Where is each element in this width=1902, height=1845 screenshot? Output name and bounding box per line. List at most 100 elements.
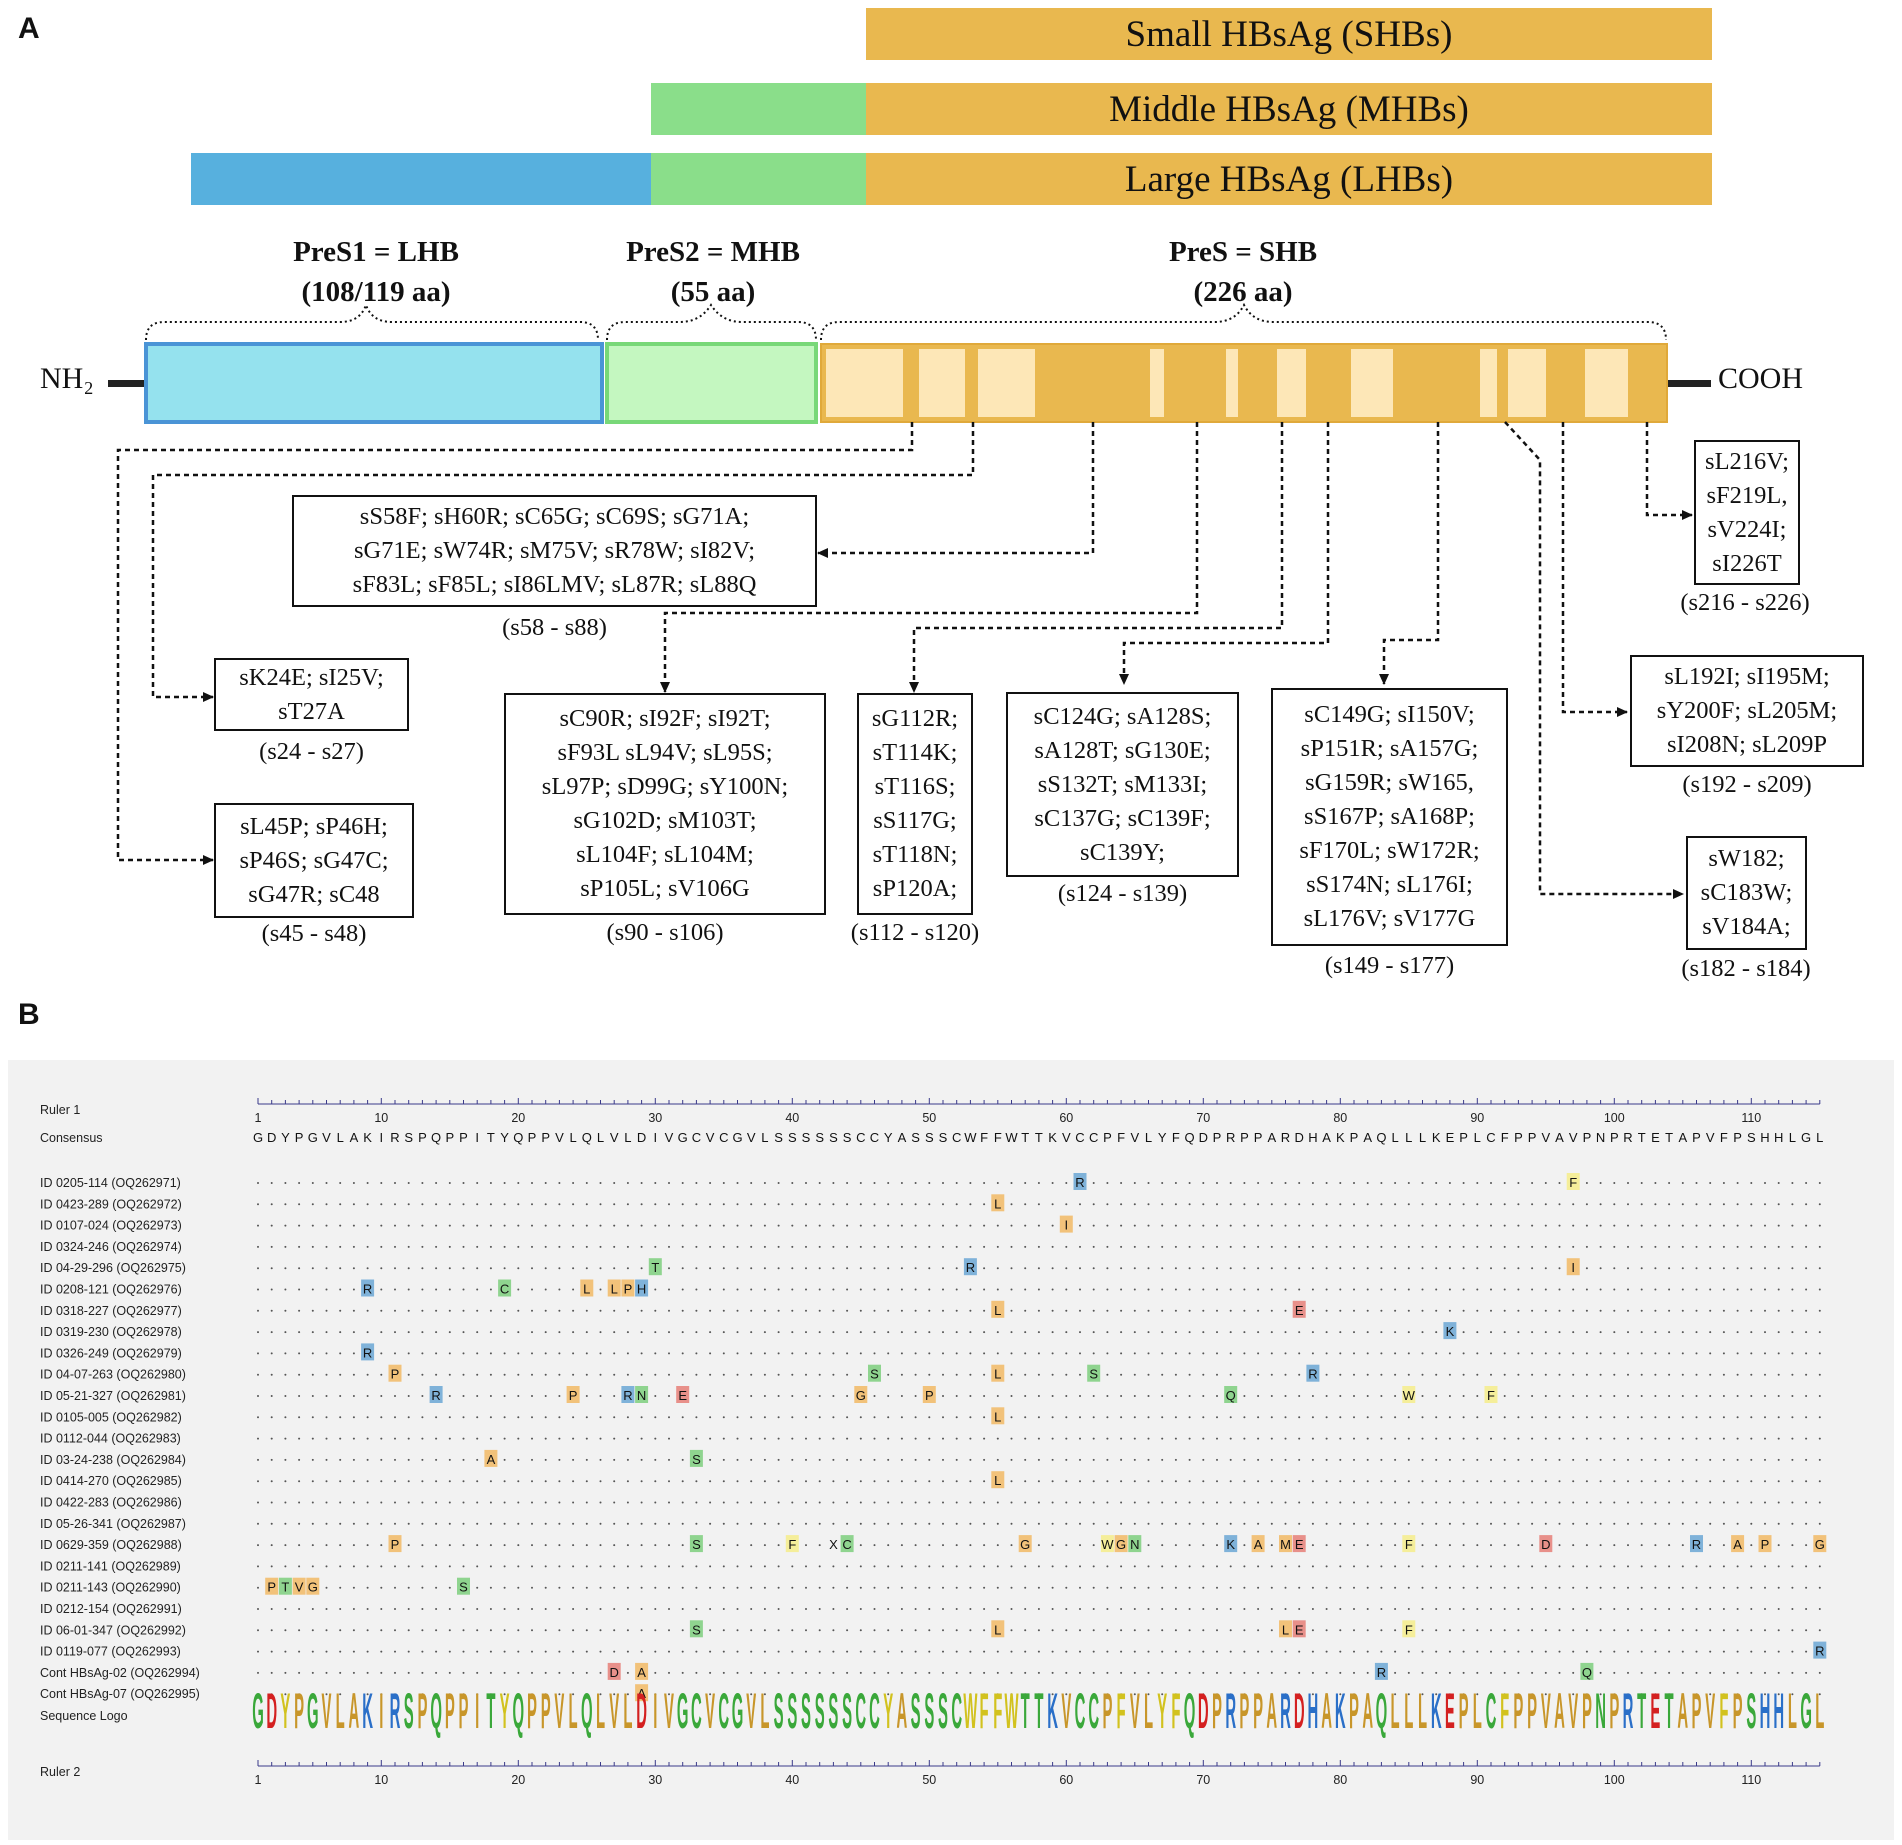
match-dot xyxy=(1120,1522,1123,1525)
match-dot xyxy=(1805,1245,1808,1248)
match-dot xyxy=(1421,1352,1424,1355)
match-dot xyxy=(1531,1182,1534,1184)
match-dot xyxy=(585,1522,588,1525)
match-dot xyxy=(805,1352,807,1355)
match-dot xyxy=(1681,1693,1684,1696)
match-dot xyxy=(654,1331,657,1334)
match-dot xyxy=(325,1608,328,1610)
match-dot xyxy=(1161,1501,1164,1504)
match-dot xyxy=(489,1565,492,1568)
match-dot xyxy=(887,1629,890,1632)
substitution-cell xyxy=(991,1194,1005,1212)
match-dot xyxy=(1257,1288,1260,1291)
logo-letter: C xyxy=(869,1682,880,1739)
match-dot xyxy=(366,1395,369,1397)
match-dot xyxy=(1037,1309,1040,1312)
match-dot xyxy=(1106,1693,1109,1696)
match-dot xyxy=(969,1224,972,1227)
match-dot xyxy=(613,1544,616,1547)
match-dot xyxy=(791,1416,794,1419)
match-dot xyxy=(257,1629,259,1632)
consensus-residue: P xyxy=(1583,1130,1592,1145)
match-dot xyxy=(1394,1182,1397,1184)
match-dot xyxy=(1777,1608,1780,1610)
match-dot xyxy=(1353,1395,1355,1397)
match-dot xyxy=(1243,1245,1246,1248)
match-dot xyxy=(462,1671,465,1674)
match-dot xyxy=(1722,1224,1725,1227)
match-dot xyxy=(1476,1267,1479,1270)
substitution-residue: E xyxy=(678,1388,687,1403)
match-dot xyxy=(1120,1416,1123,1419)
match-dot xyxy=(435,1373,438,1376)
match-dot xyxy=(1065,1650,1068,1653)
match-dot xyxy=(928,1586,931,1589)
match-dot xyxy=(640,1501,643,1504)
match-dot xyxy=(722,1565,725,1568)
match-dot xyxy=(1709,1267,1712,1270)
large-hbsag-label: Large HBsAg (LHBs) xyxy=(1124,158,1454,200)
match-dot xyxy=(668,1671,670,1674)
match-dot xyxy=(352,1608,355,1610)
match-dot xyxy=(531,1373,533,1376)
panel-a-label: A xyxy=(18,12,40,45)
match-dot xyxy=(1120,1224,1123,1227)
match-dot xyxy=(1394,1522,1397,1525)
match-dot xyxy=(1147,1608,1150,1610)
match-dot xyxy=(1202,1608,1205,1610)
match-dot xyxy=(1695,1522,1698,1525)
match-dot xyxy=(503,1416,506,1419)
match-dot xyxy=(626,1245,629,1248)
match-dot xyxy=(599,1480,602,1483)
match-dot xyxy=(599,1458,602,1461)
match-dot xyxy=(1777,1416,1780,1419)
match-dot xyxy=(1010,1331,1013,1334)
logo-letter: V xyxy=(1568,1682,1578,1739)
match-dot xyxy=(1654,1267,1657,1270)
logo-letter: C xyxy=(718,1682,729,1739)
match-dot xyxy=(1311,1352,1314,1355)
match-dot xyxy=(805,1267,807,1270)
logo-letter: A xyxy=(349,1682,360,1739)
match-dot xyxy=(914,1544,917,1547)
match-dot xyxy=(695,1522,698,1525)
match-dot xyxy=(1202,1373,1205,1376)
match-dot xyxy=(832,1395,835,1397)
match-dot xyxy=(777,1267,780,1270)
match-dot xyxy=(1188,1224,1191,1227)
substitution-residue: K xyxy=(1446,1324,1455,1339)
match-dot xyxy=(1024,1245,1027,1248)
match-dot xyxy=(681,1586,684,1589)
match-dot xyxy=(531,1693,533,1696)
match-dot xyxy=(763,1288,766,1291)
match-dot xyxy=(421,1288,424,1291)
match-dot xyxy=(284,1544,287,1547)
logo-letter: P xyxy=(1692,1682,1702,1739)
match-dot xyxy=(1791,1331,1794,1334)
logo-letter: L xyxy=(336,1682,345,1739)
match-dot xyxy=(1695,1395,1698,1397)
match-dot xyxy=(1805,1650,1808,1653)
match-dot xyxy=(585,1331,588,1334)
sequence-id: ID 05-26-341 (OQ262987) xyxy=(40,1517,186,1531)
match-dot xyxy=(640,1416,643,1419)
match-dot xyxy=(1805,1224,1808,1227)
substitution-cell xyxy=(868,1364,881,1382)
match-dot xyxy=(969,1650,972,1653)
match-dot xyxy=(1558,1608,1561,1610)
match-dot xyxy=(777,1203,780,1206)
match-dot xyxy=(750,1693,753,1696)
match-dot xyxy=(983,1629,986,1632)
match-dot xyxy=(1257,1245,1260,1248)
match-dot xyxy=(1161,1693,1164,1696)
match-dot xyxy=(1188,1203,1191,1206)
match-dot xyxy=(1750,1203,1753,1206)
match-dot xyxy=(681,1373,684,1376)
match-dot xyxy=(544,1352,547,1355)
match-dot xyxy=(394,1522,396,1525)
match-dot xyxy=(531,1671,533,1674)
match-dot xyxy=(900,1288,903,1291)
match-dot xyxy=(1243,1650,1246,1653)
match-dot xyxy=(1654,1480,1657,1483)
match-dot xyxy=(1216,1288,1218,1291)
